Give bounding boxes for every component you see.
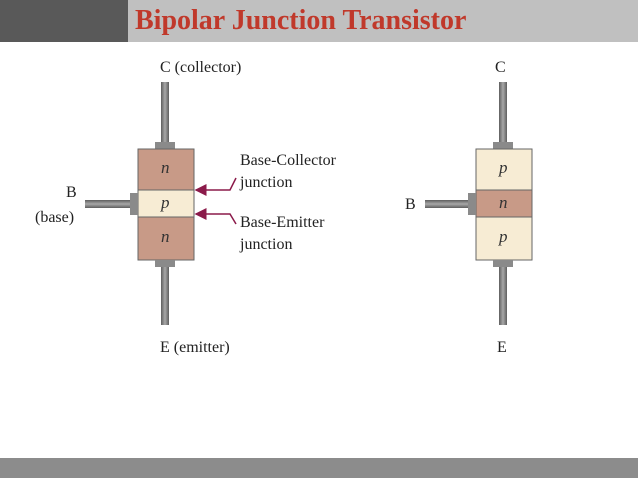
- npn-collector-label: C (collector): [160, 59, 241, 76]
- npn-base-contact: [130, 193, 138, 215]
- npn-base-lead: [85, 200, 130, 208]
- pnp-collector-label: C: [495, 59, 506, 76]
- pnp-base-label: B: [405, 196, 416, 213]
- pnp-base-contact: [468, 193, 476, 215]
- be-junction-label: Base-Emitter: [240, 214, 325, 231]
- bc-junction-label: Base-Collector: [240, 152, 337, 169]
- page-title: Bipolar Junction Transistor: [135, 5, 467, 36]
- pnp-emitter-contact: [493, 260, 513, 267]
- npn-p-layer: [137, 189, 195, 218]
- npn-transistor: C (collector) n p n B (base) E (emitter)…: [35, 59, 337, 356]
- header-bar: [128, 0, 638, 42]
- npn-emitter-lead: [161, 267, 169, 325]
- npn-layer-bottom-symbol: n: [161, 227, 170, 246]
- pnp-base-lead: [425, 200, 468, 208]
- pnp-layer-bottom-symbol: p: [498, 227, 508, 246]
- be-junction-sublabel: junction: [239, 236, 292, 253]
- npn-collector-contact: [155, 142, 175, 149]
- pnp-collector-lead: [499, 82, 507, 142]
- bc-junction-arrow: [194, 177, 237, 196]
- transistor-diagram: C (collector) n p n B (base) E (emitter)…: [35, 59, 533, 356]
- npn-emitter-contact: [155, 260, 175, 267]
- pnp-emitter-lead: [499, 267, 507, 325]
- npn-layer-mid-symbol: p: [160, 193, 170, 212]
- header-bar-left: [0, 0, 128, 42]
- pnp-emitter-label: E: [497, 339, 507, 356]
- npn-layer-top-symbol: n: [161, 158, 170, 177]
- pnp-layer-top-symbol: p: [498, 158, 508, 177]
- npn-base-sublabel: (base): [35, 209, 74, 226]
- footer-bar: [0, 458, 638, 478]
- be-junction-arrow: [194, 208, 237, 225]
- bc-junction-sublabel: junction: [239, 174, 292, 191]
- npn-base-label: B: [66, 184, 77, 201]
- npn-collector-lead: [161, 82, 169, 142]
- npn-n-layer-top: [137, 148, 195, 191]
- pnp-transistor: C p n p B E: [405, 59, 533, 356]
- npn-n-layer-bottom: [137, 216, 195, 261]
- npn-emitter-label: E (emitter): [160, 339, 230, 356]
- pnp-layer-mid-symbol: n: [499, 193, 508, 212]
- pnp-collector-contact: [493, 142, 513, 149]
